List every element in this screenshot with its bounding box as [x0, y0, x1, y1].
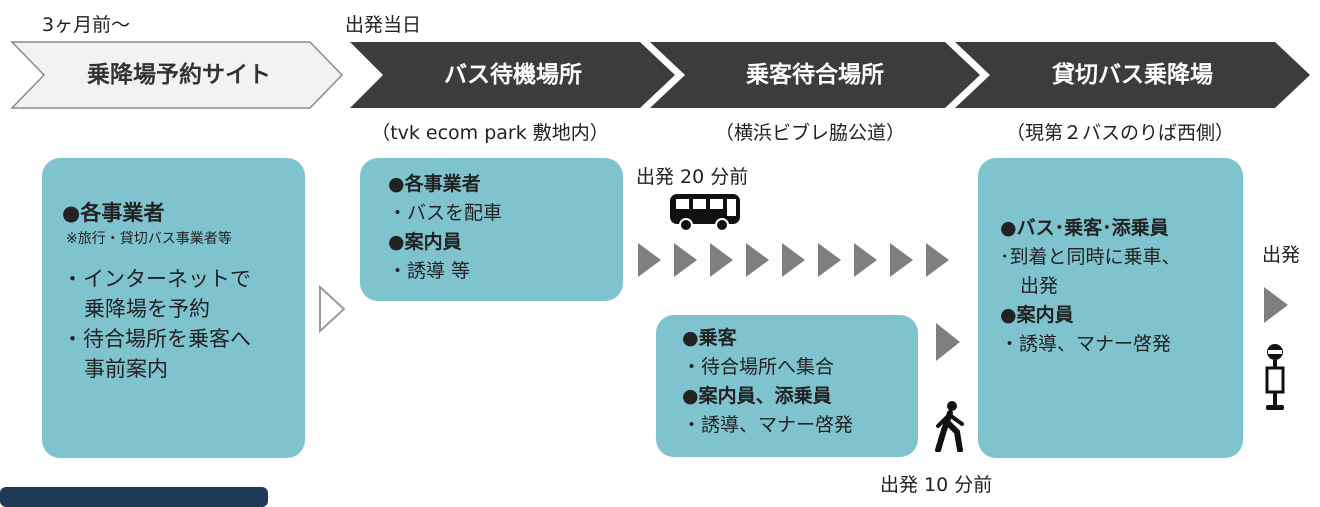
- card-bus-wait-line2: ・誘導 等: [388, 260, 471, 282]
- bus-flow-arrows: [638, 243, 949, 277]
- card-boarding-line2: ・誘導、マナー啓発: [1000, 333, 1172, 355]
- card-boarding-line1b: 出発: [1020, 275, 1059, 297]
- card-bus-wait-line1: ・バスを配車: [388, 202, 503, 224]
- timeline-left-label: 3ヶ月前〜: [42, 14, 131, 36]
- card-bus-wait: ●各事業者 ・バスを配車 ●案内員 ・誘導 等: [360, 158, 623, 301]
- bus-icon: [670, 194, 740, 232]
- chevron-step-2: [350, 42, 675, 108]
- location-passenger-wait: （横浜ビブレ脇公道）: [714, 122, 905, 144]
- bus-stop-icon: [1265, 344, 1285, 410]
- card-boarding-title1: ●バス･乗客･添乗員: [1000, 217, 1169, 239]
- card-passengers-title2: ●案内員、添乗員: [682, 385, 832, 407]
- card-boarding-title2: ●案内員: [1000, 304, 1074, 326]
- card-operators-line: 事前案内: [84, 357, 168, 381]
- walk-time-note: 出発 10 分前: [880, 474, 993, 496]
- card-bus-wait-title2: ●案内員: [388, 231, 462, 253]
- location-bus-wait: （tvk ecom park 敷地内）: [371, 122, 609, 144]
- card-operators-line: 乗降場を予約: [84, 297, 210, 321]
- card-boarding-line1a: ･到着と同時に乗車、: [1000, 246, 1181, 268]
- passenger-flow-arrow: [936, 323, 960, 361]
- step-label-reservation-site: 乗降場予約サイト: [87, 62, 271, 88]
- card-passengers-line2: ・誘導、マナー啓発: [682, 414, 854, 436]
- card-boarding: ●バス･乗客･添乗員 ･到着と同時に乗車、 出発 ●案内員 ・誘導、マナー啓発: [978, 158, 1243, 458]
- step-label-passenger-waiting: 乗客待合場所: [746, 62, 884, 88]
- footer-bar: [0, 487, 268, 507]
- step-label-bus-waiting: バス待機場所: [444, 62, 582, 88]
- bus-time-note: 出発 20 分前: [636, 166, 749, 188]
- depart-label: 出発: [1262, 244, 1301, 266]
- chevron-step-4: [955, 42, 1310, 108]
- pedestrian-icon: [935, 401, 964, 452]
- card-operators-title: ●各事業者: [62, 201, 165, 225]
- card-passengers-title1: ●乗客: [682, 327, 737, 349]
- step-label-boarding-area: 貸切バス乗降場: [1052, 62, 1213, 88]
- chevron-step-1: [10, 41, 344, 109]
- chevron-step-3: [650, 42, 980, 108]
- card-passengers: ●乗客 ・待合場所へ集合 ●案内員、添乗員 ・誘導、マナー啓発: [656, 315, 918, 457]
- card-operators-line: ・待合場所を乗客へ: [62, 327, 251, 351]
- timeline-day-label: 出発当日: [345, 14, 422, 36]
- location-boarding: （現第２バスのりば西側）: [1005, 122, 1234, 144]
- card-operators-note: ※旅行・貸切バス事業者等: [66, 231, 232, 247]
- card-operators-line: ・インターネットで: [62, 267, 251, 291]
- card-bus-wait-title1: ●各事業者: [388, 173, 481, 195]
- process-chevrons: [10, 41, 1310, 109]
- card-passengers-line1: ・待合場所へ集合: [682, 356, 835, 378]
- flow-arrow-outline: [319, 285, 346, 333]
- depart-arrow: [1264, 287, 1288, 323]
- card-operators: ●各事業者 ※旅行・貸切バス事業者等 ・インターネットで 乗降場を予約 ・待合場…: [42, 158, 305, 458]
